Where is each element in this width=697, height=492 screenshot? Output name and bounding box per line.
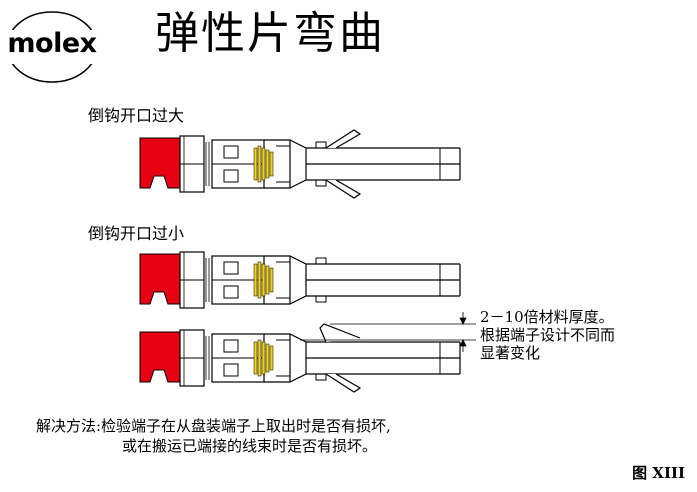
case-label-too-large: 倒钩开口过大 (88, 106, 185, 125)
terminal-case-large (139, 129, 461, 199)
molex-logo-icon (5, 11, 99, 83)
logo-text: molex (7, 28, 97, 59)
solution-text: 解决方法:检验端子在从盘装端子上取出时是否有损坏, 或在搬运已端接的线束时是否有… (36, 416, 391, 456)
solution-line-1: 解决方法:检验端子在从盘装端子上取出时是否有损坏, (36, 417, 391, 435)
case-label-too-small: 倒钩开口过小 (88, 224, 185, 243)
molex-logo: molex (2, 8, 102, 86)
dimension-marker (300, 312, 476, 352)
note-line-3: 显著变化 (480, 344, 541, 362)
dimension-note: 2－10倍材料厚度。 根据端子设计不同而 显著变化 (480, 308, 615, 362)
figure-label: 图 XIII (632, 464, 685, 482)
note-line-1: 2－10倍材料厚度。 (480, 308, 614, 326)
page-title: 弹性片弯曲 (155, 8, 385, 59)
terminal-case-bent (139, 323, 461, 393)
note-line-2: 根据端子设计不同而 (480, 326, 616, 344)
terminal-case-small (139, 251, 461, 309)
solution-line-2: 或在搬运已端接的线束时是否有损坏。 (122, 437, 378, 455)
